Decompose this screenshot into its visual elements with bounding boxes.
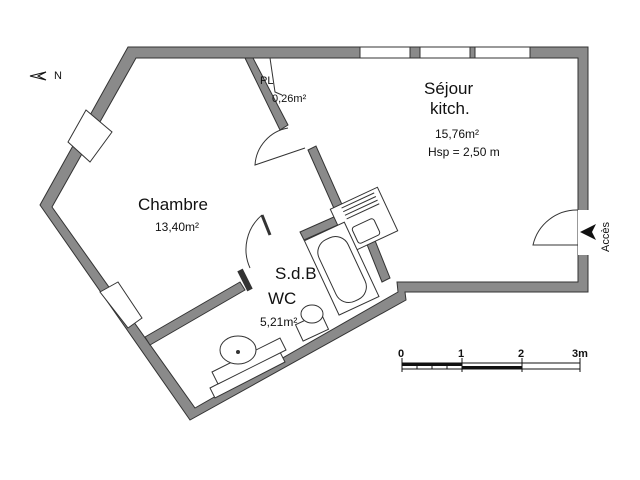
window-top-1 — [359, 46, 411, 59]
scale-label-2: 2 — [518, 348, 525, 360]
room-area-pl: 0,26m² — [272, 93, 307, 105]
partition-bath-left — [144, 281, 246, 346]
partition-bath-stub — [237, 268, 253, 292]
entrance-label: Accès — [600, 222, 612, 252]
room-name-sdb: S.d.B — [275, 264, 317, 283]
kitchen-drainer — [341, 192, 380, 220]
window-top-2 — [419, 46, 471, 59]
window-left-upper — [67, 109, 113, 163]
kitchen-sink-basin — [351, 218, 381, 244]
room-name-pl: PL — [260, 75, 274, 87]
room-height-sejour: Hsp = 2,50 m — [428, 145, 500, 159]
window-top-3 — [474, 46, 531, 59]
room-area-sdb: 5,21m² — [260, 315, 298, 329]
room-area-chambre: 13,40m² — [155, 220, 200, 234]
toilet — [294, 304, 330, 342]
north-arrow-icon — [29, 71, 47, 81]
scale-label-1: 1 — [458, 348, 465, 360]
bathtub — [303, 221, 380, 316]
door-bath-swing — [245, 214, 263, 269]
partition-closet — [244, 57, 289, 131]
washbasin — [211, 335, 287, 385]
room-name-sejour-line2: kitch. — [430, 99, 470, 118]
scale-label-3m: 3m — [572, 348, 588, 360]
north-label: N — [54, 70, 62, 82]
entrance-door-swing — [532, 209, 579, 246]
room-name-wc: WC — [268, 289, 297, 308]
outer-walls — [39, 46, 589, 421]
entrance-arrow-icon — [580, 224, 596, 240]
door-closet-swing — [254, 127, 306, 166]
room-name-sejour: Séjour — [424, 79, 474, 98]
scale-label-0: 0 — [398, 348, 405, 360]
partition-closet-right — [269, 57, 283, 96]
room-name-chambre: Chambre — [138, 195, 208, 214]
room-area-sejour: 15,76m² — [435, 127, 480, 141]
window-left-lower — [99, 281, 143, 329]
scale-bar — [401, 358, 581, 372]
